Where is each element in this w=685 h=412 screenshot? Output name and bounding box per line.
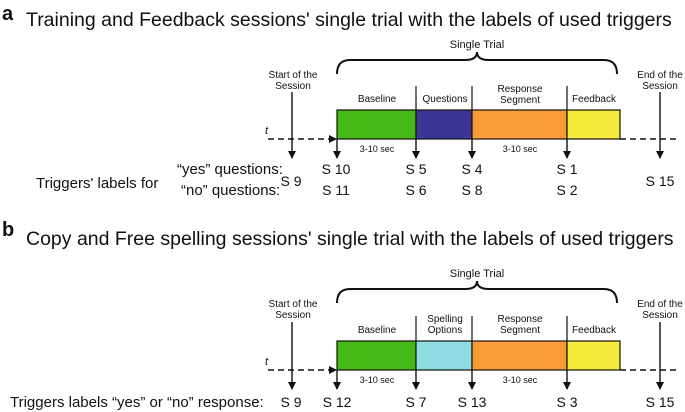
panel-b-trigger-response: S 13 — [458, 394, 487, 410]
panel-b-feedback-block — [566, 340, 621, 371]
panel-b-response-label-1: Response — [497, 314, 542, 325]
panel-a-title: Training and Feedback sessions' single t… — [26, 9, 672, 31]
panel-b-spelling-label-2: Options — [428, 325, 462, 336]
panel-b-baseline-label: Baseline — [358, 325, 397, 336]
panel-b-trigger-spelling: S 7 — [405, 394, 426, 410]
panel-a-single-trial-label: Single Trial — [450, 39, 504, 51]
panel-a-trigger-no-questions: S 6 — [405, 182, 426, 198]
panel-a-trigger-no-response: S 8 — [461, 182, 482, 198]
panel-a-trigger-start: S 9 — [280, 173, 301, 189]
panel-a-letter: a — [2, 3, 14, 25]
panel-a-baseline-block — [336, 109, 417, 140]
panel-a-trigger-end: S 15 — [646, 173, 675, 189]
panel-b-response-duration: 3-10 sec — [503, 375, 538, 385]
panel-a-start-label-1: Start of the — [269, 70, 318, 81]
panel-a-trigger-yes-baseline: S 10 — [322, 161, 351, 177]
panel-a-triggers-label: Triggers' labels for — [36, 175, 158, 192]
panel-b-trial-brace — [336, 280, 618, 304]
panel-a-feedback-label: Feedback — [572, 94, 617, 105]
panel-a-time-label: t — [265, 125, 269, 137]
panel-a-end-label-1: End of the — [637, 70, 683, 81]
panel-b-feedback-label: Feedback — [572, 325, 617, 336]
panel-a-response-duration: 3-10 sec — [503, 144, 538, 154]
panel-a: a Training and Feedback sessions' single… — [2, 3, 683, 199]
panel-a-feedback-block — [566, 109, 621, 140]
panel-a-start-label-2: Session — [275, 81, 311, 92]
panel-b-letter: b — [2, 219, 14, 241]
panel-a-trigger-no-feedback: S 2 — [556, 182, 577, 198]
panel-b-response-block — [471, 340, 568, 371]
panel-a-questions-label: Questions — [422, 94, 467, 105]
panel-b-single-trial-label: Single Trial — [450, 268, 504, 280]
panel-b-end-label-1: End of the — [637, 299, 683, 310]
panel-b-spelling-block — [415, 340, 473, 371]
panel-a-trigger-yes-questions: S 5 — [405, 161, 426, 177]
panel-b-trigger-end: S 15 — [646, 394, 675, 410]
panel-b-start-label-2: Session — [275, 310, 311, 321]
panel-a-response-label-1: Response — [497, 84, 542, 95]
panel-a-response-label-2: Segment — [500, 95, 540, 106]
panel-b-start-label-1: Start of the — [269, 299, 318, 310]
panel-a-no-label: “no” questions: — [181, 182, 280, 199]
panel-a-trigger-yes-response: S 4 — [461, 161, 482, 177]
panel-a-trigger-yes-feedback: S 1 — [556, 161, 577, 177]
panel-a-end-label-2: Session — [642, 81, 678, 92]
panel-b: b Copy and Free spelling sessions' singl… — [2, 219, 683, 411]
panel-a-baseline-label: Baseline — [358, 94, 397, 105]
panel-b-trigger-start: S 9 — [280, 394, 301, 410]
panel-a-yes-label: “yes” questions: — [177, 161, 283, 178]
panel-a-trial-brace — [336, 51, 618, 75]
panel-a-trigger-no-baseline: S 11 — [322, 182, 350, 198]
panel-b-triggers-label: Triggers labels “yes” or “no” response: — [10, 394, 264, 411]
panel-b-response-label-2: Segment — [500, 325, 540, 336]
panel-a-questions-block — [415, 109, 473, 140]
panel-b-spelling-label-1: Spelling — [427, 314, 463, 325]
panel-a-baseline-duration: 3-10 sec — [360, 144, 395, 154]
panel-b-time-label: t — [265, 356, 269, 368]
panel-b-trigger-baseline: S 12 — [323, 394, 352, 410]
panel-b-end-label-2: Session — [642, 310, 678, 321]
panel-a-response-block — [471, 109, 568, 140]
panel-b-baseline-block — [336, 340, 417, 371]
panel-b-baseline-duration: 3-10 sec — [360, 375, 395, 385]
panel-b-trigger-feedback: S 3 — [556, 394, 577, 410]
panel-b-title: Copy and Free spelling sessions' single … — [26, 228, 674, 250]
